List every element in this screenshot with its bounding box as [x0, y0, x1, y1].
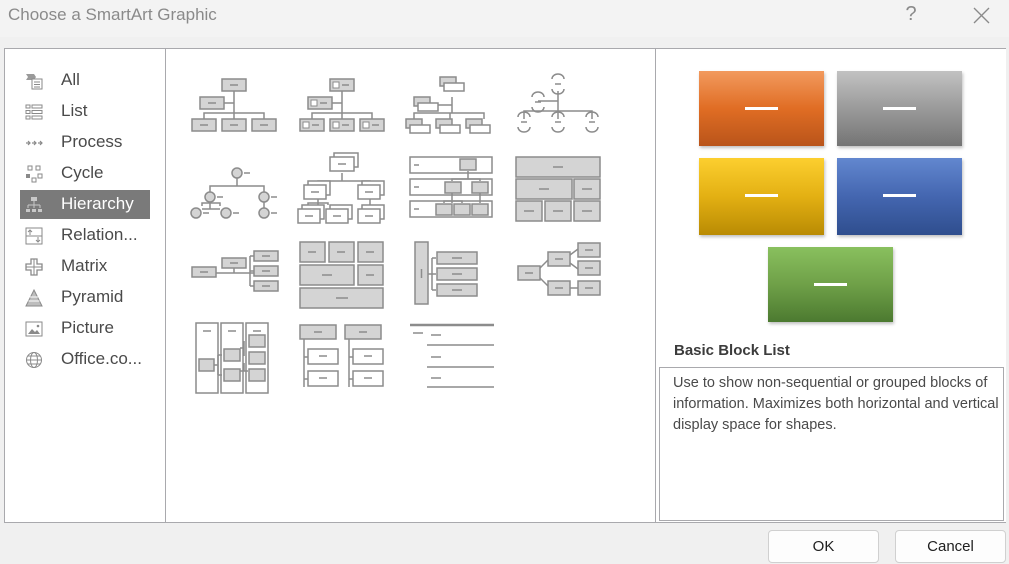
- all-icon: [26, 74, 43, 90]
- category-cycle[interactable]: Cycle: [20, 159, 150, 188]
- preview-block-green: [768, 247, 893, 322]
- pyramid-icon: [25, 289, 43, 307]
- preview-block-orange: [699, 71, 824, 146]
- hierarchy-icon: [26, 197, 42, 212]
- lined-list-thumbnail: [410, 323, 494, 388]
- category-hierarchy[interactable]: Hierarchy: [20, 190, 150, 219]
- cancel-button[interactable]: Cancel: [895, 530, 1006, 563]
- preview-block-blue: [837, 158, 962, 235]
- placeholder-dash: [814, 283, 847, 286]
- category-label: Office.co...: [61, 349, 142, 368]
- layout-architecture-layout[interactable]: [294, 234, 390, 310]
- cycle-icon: [26, 165, 43, 183]
- category-label: Pyramid: [61, 287, 124, 306]
- matrix-icon: [25, 258, 43, 276]
- circle-picture-hierarchy-thumbnail: [190, 167, 277, 219]
- category-label: Cycle: [61, 163, 104, 182]
- list-icon: [25, 104, 43, 120]
- relationship-icon: [25, 227, 43, 245]
- layout-table-hierarchy[interactable]: [510, 149, 606, 225]
- close-icon: [973, 7, 990, 24]
- layout-picture-organization-chart[interactable]: [294, 69, 390, 145]
- layout-circle-picture-hierarchy[interactable]: [186, 149, 282, 225]
- category-label: Picture: [61, 318, 114, 337]
- process-icon: [26, 140, 43, 146]
- category-relationship[interactable]: Relation...: [20, 221, 150, 250]
- globe-icon: [26, 352, 42, 368]
- layout-horizontal-hierarchy[interactable]: [510, 234, 606, 310]
- layout-description: Use to show non-sequential or grouped bl…: [673, 375, 999, 433]
- category-label: List: [61, 101, 88, 120]
- category-office-com[interactable]: Office.co...: [20, 345, 150, 374]
- placeholder-dash: [745, 194, 778, 197]
- layout-horizontal-multi-level-hierarchy[interactable]: [186, 319, 282, 395]
- name-and-title-organization-chart-thumbnail: [405, 76, 491, 134]
- picture-organization-chart-thumbnail: [299, 78, 385, 132]
- placeholder-dash: [745, 107, 778, 110]
- layout-horizontal-labeled-hierarchy[interactable]: [294, 319, 390, 395]
- placeholder-dash: [883, 194, 916, 197]
- category-pyramid[interactable]: Pyramid: [20, 283, 150, 312]
- layout-organization-chart[interactable]: [186, 69, 282, 145]
- horizontal-labeled-hierarchy-thumbnail: [299, 324, 384, 387]
- hierarchy-list-thumbnail: [414, 241, 478, 305]
- horizontal-multi-level-hierarchy-thumbnail: [195, 322, 269, 394]
- category-list: All List Process Cycle Hierarchy: [4, 48, 165, 523]
- category-label: Matrix: [61, 256, 108, 275]
- category-label: Process: [61, 132, 123, 151]
- table-hierarchy-thumbnail: [515, 156, 601, 222]
- layout-hierarchy[interactable]: [294, 149, 390, 225]
- organization-chart-thumbnail: [191, 78, 277, 132]
- layout-preview: [656, 49, 1006, 339]
- hierarchy-thumbnail: [297, 152, 385, 224]
- half-circle-organization-chart-thumbnail: [517, 73, 599, 133]
- layout-name-and-title-organization-chart[interactable]: [402, 69, 498, 145]
- placeholder-dash: [883, 107, 916, 110]
- layout-horizontal-organization-chart[interactable]: [186, 234, 282, 310]
- description-box: Use to show non-sequential or grouped bl…: [659, 367, 1004, 521]
- help-button[interactable]: ?: [905, 3, 917, 25]
- layout-hierarchy-list[interactable]: [402, 234, 498, 310]
- layout-name: Basic Block List: [674, 342, 790, 359]
- layout-half-circle-organization-chart[interactable]: [510, 69, 606, 145]
- horizontal-hierarchy-thumbnail: [517, 242, 601, 296]
- picture-icon: [25, 321, 43, 337]
- preview-block-yellow: [699, 158, 824, 235]
- category-process[interactable]: Process: [20, 128, 150, 157]
- layout-gallery: [165, 48, 655, 523]
- category-label: Hierarchy: [61, 194, 134, 213]
- layout-lined-list[interactable]: [402, 319, 498, 395]
- preview-panel: Basic Block List Use to show non-sequent…: [655, 48, 1006, 523]
- dialog-title: Choose a SmartArt Graphic: [8, 5, 217, 24]
- layout-labeled-hierarchy[interactable]: [402, 149, 498, 225]
- title-bar: Choose a SmartArt Graphic ?: [0, 0, 1009, 37]
- architecture-layout-thumbnail: [299, 241, 384, 309]
- ok-button[interactable]: OK: [768, 530, 879, 563]
- category-label: All: [61, 70, 80, 89]
- category-matrix[interactable]: Matrix: [20, 252, 150, 281]
- labeled-hierarchy-thumbnail: [409, 156, 493, 218]
- horizontal-organization-chart-thumbnail: [191, 250, 279, 292]
- category-all[interactable]: All: [20, 66, 150, 95]
- preview-block-gray: [837, 71, 962, 146]
- close-button[interactable]: [964, 3, 998, 29]
- category-list-item[interactable]: List: [20, 97, 150, 126]
- category-label: Relation...: [61, 225, 138, 244]
- category-picture[interactable]: Picture: [20, 314, 150, 343]
